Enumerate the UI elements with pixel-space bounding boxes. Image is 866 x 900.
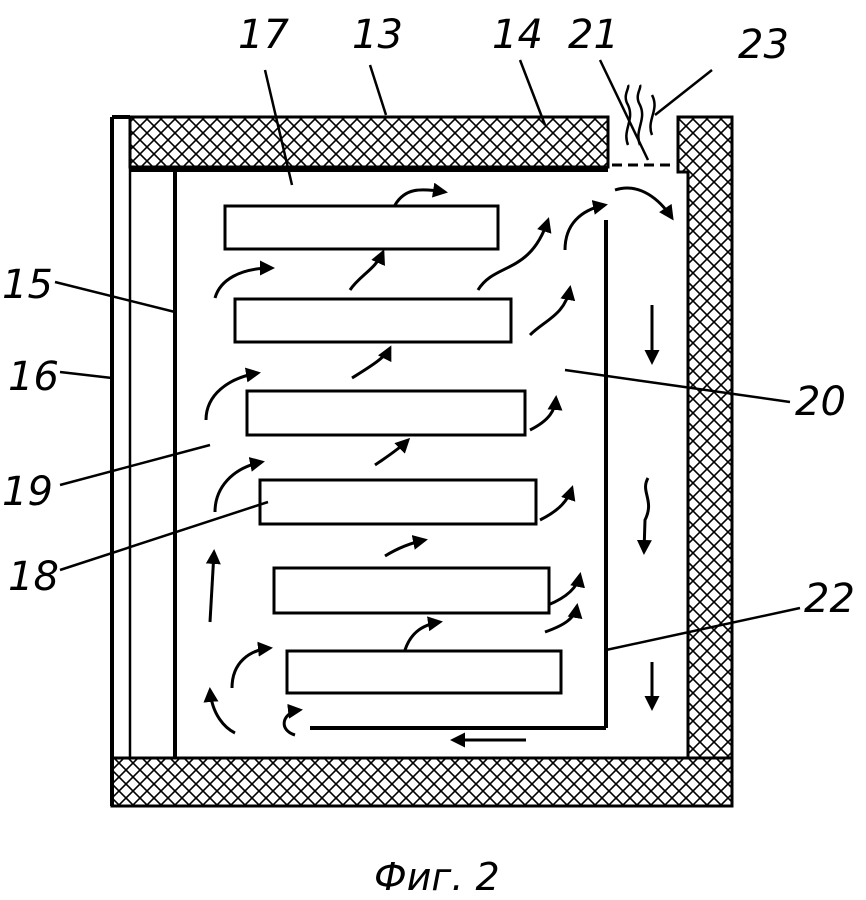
label-20: 20: [795, 379, 846, 425]
label-21: 21: [568, 12, 619, 58]
vapour-23: [624, 84, 656, 146]
figure-caption: Фиг. 2: [374, 855, 500, 899]
tray-5: [272, 566, 551, 615]
tray-4: [258, 478, 538, 526]
top-insulation: [128, 115, 610, 169]
label-17: 17: [238, 12, 289, 58]
baffle-22: [310, 220, 608, 730]
label-23: 23: [738, 22, 789, 68]
label-19: 19: [2, 469, 53, 515]
leader-lines: [54, 59, 801, 652]
tray-2: [233, 297, 513, 344]
housing: [110, 115, 734, 808]
tray-6: [285, 649, 563, 695]
airflow-arrows: [203, 182, 674, 748]
bottom-insulation: [110, 756, 734, 808]
label-16: 16: [8, 354, 59, 400]
reference-numerals: 17 13 14 21 23 15 16 19 18 20 22: [2, 12, 855, 622]
label-14: 14: [492, 12, 543, 58]
right-insulation: [676, 115, 734, 760]
label-15: 15: [2, 262, 53, 308]
label-18: 18: [8, 554, 59, 600]
tray-3: [245, 389, 527, 437]
label-13: 13: [352, 12, 403, 58]
trays: [223, 204, 563, 695]
label-22: 22: [804, 576, 855, 622]
tray-1: [223, 204, 500, 251]
